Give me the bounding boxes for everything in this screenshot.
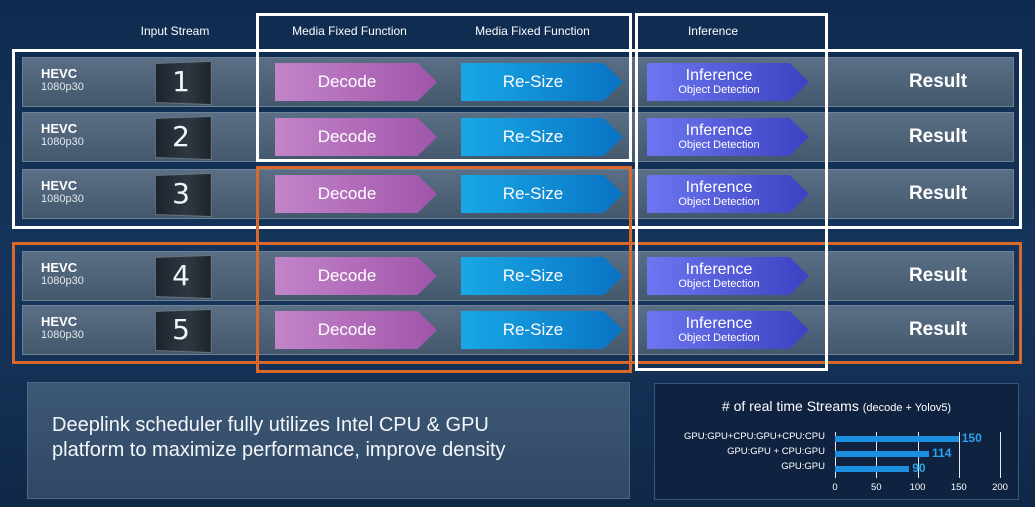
chart-x-tick: 50: [870, 482, 882, 493]
resize-arrow: Re-Size: [461, 175, 623, 213]
chart-title-suffix: (decode + Yolov5): [862, 402, 952, 414]
chart-x-tick: 100: [909, 482, 926, 493]
codec-name: HEVC: [41, 178, 78, 193]
chart-title: # of real time Streams (decode + Yolov5): [655, 398, 1018, 414]
codec-resolution: 1080p30: [41, 136, 84, 148]
inference-label: Inference: [685, 315, 753, 332]
stream-number: 5: [172, 313, 190, 346]
chart-bar: [835, 436, 959, 442]
chart-bar: [835, 451, 930, 457]
object-detection-label: Object Detection: [678, 196, 760, 208]
chart-gridline: [1000, 432, 1001, 478]
codec-name: HEVC: [41, 66, 78, 81]
codec-name: HEVC: [41, 314, 78, 329]
chart-title-main: # of real time Streams: [721, 398, 859, 414]
resize-label: Re-Size: [502, 72, 564, 91]
result-label: Result: [908, 319, 968, 340]
chart-gridline: [958, 432, 960, 478]
chart-bar-value: 114: [932, 446, 952, 460]
codec-resolution: 1080p30: [41, 81, 84, 93]
chart-bar-value: 90: [912, 461, 926, 475]
cpu-group-frame: [12, 49, 1022, 229]
chart-bar-value: 150: [961, 431, 982, 445]
result-label: Result: [908, 71, 968, 92]
decode-arrow: Decode: [275, 175, 437, 213]
stream-number: 2: [172, 120, 190, 153]
streams-chart: # of real time Streams (decode + Yolov5)…: [654, 383, 1019, 500]
object-detection-label: Object Detection: [678, 84, 760, 96]
decode-label: Decode: [317, 72, 377, 91]
object-detection-label: Object Detection: [678, 332, 760, 344]
message-line-1: Deeplink scheduler fully utilizes Intel …: [52, 414, 489, 436]
chart-x-tick: 200: [992, 482, 1008, 493]
media-cpu-frame: [256, 166, 632, 373]
chart-x-tick: 0: [832, 482, 838, 493]
inference-label: Inference: [685, 261, 753, 278]
result-label: Result: [908, 183, 968, 204]
stream-number: 3: [172, 177, 190, 210]
decode-label: Decode: [317, 184, 377, 203]
decode-arrow: Decode: [275, 118, 437, 156]
media-gpu-frame: [256, 13, 632, 162]
object-detection-label: Object Detection: [678, 278, 760, 290]
resize-label: Re-Size: [502, 320, 564, 339]
decode-arrow: Decode: [275, 63, 437, 101]
resize-label: Re-Size: [502, 184, 564, 203]
decode-label: Decode: [317, 266, 377, 285]
result-label: Result: [908, 265, 968, 286]
codec-resolution: 1080p30: [41, 329, 84, 341]
chart-category-label: GPU:GPU + CPU:GPU: [727, 446, 825, 457]
header-inference: Inference: [687, 24, 739, 38]
resize-label: Re-Size: [502, 266, 564, 285]
codec-name: HEVC: [41, 260, 78, 275]
decode-label: Decode: [317, 320, 377, 339]
gpu-group-frame: [12, 242, 1022, 364]
resize-label: Re-Size: [502, 127, 564, 146]
result-label: Result: [908, 126, 968, 147]
decode-arrow: Decode: [275, 311, 437, 349]
codec-resolution: 1080p30: [41, 193, 84, 205]
header-media-fixed-function-2: Media Fixed Function: [475, 24, 590, 38]
stream-number: 4: [172, 259, 190, 292]
codec-name: HEVC: [41, 121, 78, 136]
stream-number: 1: [172, 65, 190, 98]
inference-label: Inference: [685, 122, 753, 139]
chart-category-label: GPU:GPU: [781, 461, 825, 472]
resize-arrow: Re-Size: [461, 63, 623, 101]
header-input-stream: Input Stream: [140, 24, 210, 38]
resize-arrow: Re-Size: [461, 311, 623, 349]
chart-category-label: GPU:GPU+CPU:GPU+CPU:CPU: [684, 431, 825, 442]
message-line-2: platform to maximize performance, improv…: [52, 439, 506, 461]
inference-frame: [635, 13, 828, 371]
inference-label: Inference: [685, 179, 753, 196]
codec-resolution: 1080p30: [41, 275, 84, 287]
message-panel: Deeplink scheduler fully utilizes Intel …: [27, 382, 630, 499]
chart-x-tick: 150: [950, 482, 967, 493]
resize-arrow: Re-Size: [461, 257, 623, 295]
resize-arrow: Re-Size: [461, 118, 623, 156]
object-detection-label: Object Detection: [678, 139, 760, 151]
decode-label: Decode: [317, 127, 377, 146]
chart-bar: [835, 466, 910, 472]
decode-arrow: Decode: [275, 257, 437, 295]
header-media-fixed-function-1: Media Fixed Function: [292, 24, 407, 38]
inference-label: Inference: [685, 67, 753, 84]
message-text: Deeplink scheduler fully utilizes Intel …: [52, 413, 506, 463]
